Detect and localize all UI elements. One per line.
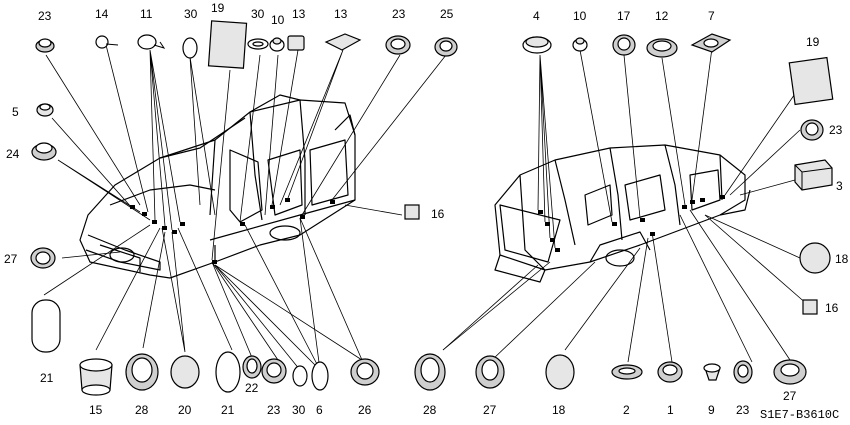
part-13-plug <box>287 35 305 51</box>
part-9-plug <box>703 363 721 381</box>
part-1-grommet <box>657 361 683 383</box>
part-2-seal <box>611 364 643 380</box>
callout-left-1: 14 <box>95 7 109 21</box>
callout-left-12: 24 <box>6 147 20 161</box>
part-18-plug-bottom <box>545 354 575 390</box>
callout-right-14: 2 <box>623 403 630 417</box>
callout-right-10: 16 <box>825 301 839 315</box>
callout-left-6: 10 <box>271 13 285 27</box>
callout-right-8: 16 <box>431 207 445 221</box>
part-27-grommet-left <box>30 247 56 269</box>
part-30-washer <box>247 38 269 50</box>
callout-left-7: 13 <box>292 7 306 21</box>
part-23-grommet-bottom-right <box>733 360 753 384</box>
part-15-grommet <box>79 358 113 396</box>
callout-right-0: 4 <box>533 9 540 23</box>
callout-right-13: 18 <box>552 403 566 417</box>
part-23-grommet-right <box>800 119 824 141</box>
part-30-seal <box>182 37 198 59</box>
left-car-body <box>79 94 356 279</box>
part-19-pad <box>207 20 248 69</box>
part-24-grommet <box>31 142 57 161</box>
part-16-pad-center <box>404 204 420 220</box>
callout-right-11: 28 <box>423 403 437 417</box>
callout-left-13: 27 <box>4 252 18 266</box>
part-21-plug-tall <box>31 299 61 353</box>
callout-left-20: 23 <box>267 403 281 417</box>
part-13-plug-large <box>324 33 362 51</box>
part-11-clip <box>137 34 166 50</box>
callout-left-3: 30 <box>184 7 198 21</box>
part-10-plug <box>269 37 285 52</box>
callout-right-18: 27 <box>783 389 797 403</box>
part-28-grommet-bottom <box>414 353 446 391</box>
callout-left-10: 25 <box>440 7 454 21</box>
part-25-grommet <box>434 37 458 57</box>
callout-left-22: 6 <box>316 403 323 417</box>
callout-right-6: 23 <box>829 123 843 137</box>
callout-left-0: 23 <box>38 9 52 23</box>
part-27-grommet-bottom-right <box>773 359 807 385</box>
callout-left-4: 19 <box>211 1 225 15</box>
part-26-grommet <box>350 358 380 386</box>
callout-right-5: 19 <box>806 35 820 49</box>
callout-left-17: 20 <box>178 403 192 417</box>
callout-right-15: 1 <box>667 403 674 417</box>
part-5-plug <box>36 103 54 117</box>
part-10-plug-right <box>572 37 588 52</box>
part-17-grommet <box>612 34 636 56</box>
part-16-pad-right <box>802 299 818 315</box>
right-car-body <box>494 144 751 283</box>
callout-right-7: 3 <box>836 179 843 193</box>
callout-right-12: 27 <box>483 403 497 417</box>
callout-left-9: 23 <box>392 7 406 21</box>
callout-right-9: 18 <box>835 252 849 266</box>
part-21-plug-oval <box>215 351 241 393</box>
part-19-pad-right <box>788 56 834 106</box>
part-12-grommet <box>646 38 678 58</box>
left-callout-numbers: 23 14 11 30 19 30 10 13 13 23 25 5 24 27… <box>4 1 454 417</box>
callout-left-16: 28 <box>135 403 149 417</box>
right-callout-numbers: 4 10 17 12 7 19 23 3 16 18 16 28 27 18 2… <box>423 9 849 417</box>
callout-left-23: 26 <box>358 403 372 417</box>
part-23-grommet <box>385 35 411 55</box>
part-23-top-left <box>35 38 55 53</box>
callout-right-2: 17 <box>617 9 631 23</box>
part-7-grommet <box>690 33 732 53</box>
callout-left-21: 30 <box>292 403 306 417</box>
callout-left-2: 11 <box>140 7 153 21</box>
callout-left-18: 21 <box>221 403 235 417</box>
part-3-block <box>794 159 833 191</box>
callout-left-8: 13 <box>334 7 348 21</box>
part-4-plug <box>522 36 552 54</box>
part-27-grommet-bottom <box>475 355 505 389</box>
callout-right-17: 23 <box>736 403 750 417</box>
left-leader-lines <box>43 44 447 371</box>
part-18-plug-right <box>799 242 831 274</box>
callout-left-11: 5 <box>12 105 19 119</box>
right-leader-lines <box>442 47 809 363</box>
part-28-grommet-left <box>125 353 159 391</box>
callout-right-16: 9 <box>708 403 715 417</box>
part-14-clip <box>95 35 119 49</box>
part-20-plug <box>170 355 200 389</box>
callout-right-4: 7 <box>708 9 715 23</box>
callout-left-19: 22 <box>245 381 259 395</box>
part-22-grommet <box>242 355 262 379</box>
diagram-code: S1E7-B3610C <box>760 408 839 422</box>
part-30-seal-bottom <box>292 365 308 387</box>
callout-left-14: 21 <box>40 371 54 385</box>
callout-right-1: 10 <box>573 9 587 23</box>
part-6-seal <box>311 361 329 391</box>
callout-left-5: 30 <box>251 7 265 21</box>
callout-right-3: 12 <box>655 9 669 23</box>
part-23-grommet-bottom <box>261 358 287 384</box>
callout-left-15: 15 <box>89 403 103 417</box>
